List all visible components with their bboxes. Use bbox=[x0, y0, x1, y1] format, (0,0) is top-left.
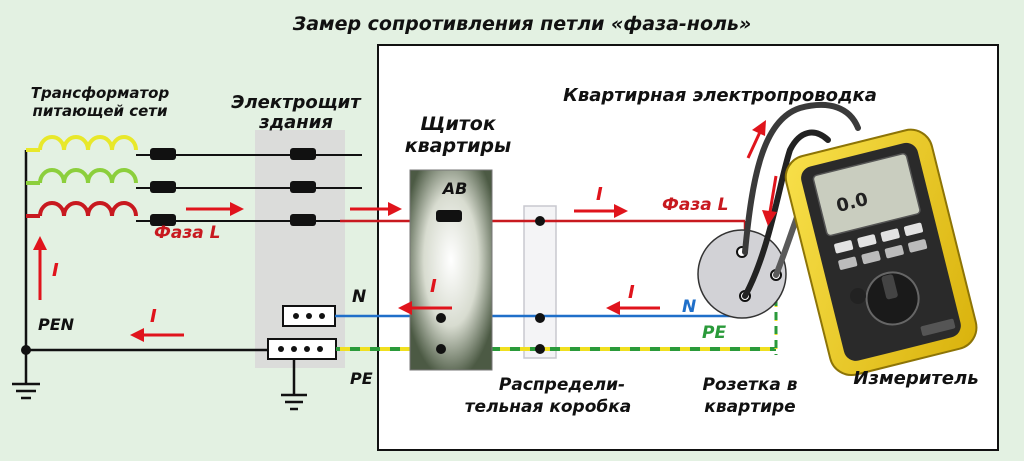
apartment-panel-label-1: Щиток bbox=[420, 113, 497, 135]
pe-label-right: PE bbox=[702, 323, 726, 343]
socket-label-2: квартире bbox=[704, 397, 795, 417]
current-arrows bbox=[33, 120, 778, 342]
pe-label-left: PE bbox=[350, 369, 373, 388]
pen-label: PEN bbox=[38, 315, 75, 334]
n-label-left: N bbox=[352, 287, 366, 307]
pen-node bbox=[21, 345, 31, 355]
phase-label-right: Фаза L bbox=[662, 195, 728, 215]
socket bbox=[697, 229, 787, 319]
building-ground-icon bbox=[281, 359, 307, 411]
current-symbols: I I I I I bbox=[52, 184, 635, 327]
ground-icon bbox=[12, 380, 40, 400]
apartment-panel-label-2: квартиры bbox=[405, 135, 511, 157]
transformer-label-1: Трансформатор bbox=[31, 84, 170, 102]
breaker-label: АВ bbox=[441, 179, 468, 198]
meter-device: 0.0 bbox=[784, 128, 978, 376]
junction-nodes bbox=[436, 216, 545, 354]
junction-box-label-1: Распредели- bbox=[499, 375, 625, 395]
transformer-coil-icon bbox=[26, 135, 138, 218]
page-title: Замер сопротивления петли «фаза-ноль» bbox=[292, 13, 752, 35]
current-label-n: I bbox=[430, 276, 437, 297]
breaker-icon bbox=[150, 148, 316, 226]
current-label-pen-return: I bbox=[150, 306, 157, 327]
building-panel bbox=[255, 130, 345, 368]
building-panel-label-2: здания bbox=[258, 112, 333, 133]
current-label-phase: I bbox=[596, 184, 603, 205]
meter-label: Измеритель bbox=[853, 368, 978, 389]
apartment-wiring-label: Квартирная электропроводка bbox=[563, 85, 877, 106]
building-panel-label-1: Электрощит bbox=[231, 92, 362, 113]
phase-label-left: Фаза L bbox=[154, 223, 220, 243]
apartment-panel bbox=[409, 169, 493, 371]
pe-wire bbox=[336, 347, 776, 351]
current-label-pen: I bbox=[52, 260, 59, 281]
apartment-breaker bbox=[436, 210, 462, 222]
current-label-n-right: I bbox=[628, 282, 635, 303]
transformer-label-2: питающей сети bbox=[32, 102, 168, 120]
socket-label-1: Розетка в bbox=[702, 375, 797, 395]
meter-side-jack bbox=[850, 288, 866, 304]
n-label-right: N bbox=[682, 297, 696, 317]
junction-box-label-2: тельная коробка bbox=[465, 397, 632, 417]
junction-box bbox=[523, 205, 557, 359]
